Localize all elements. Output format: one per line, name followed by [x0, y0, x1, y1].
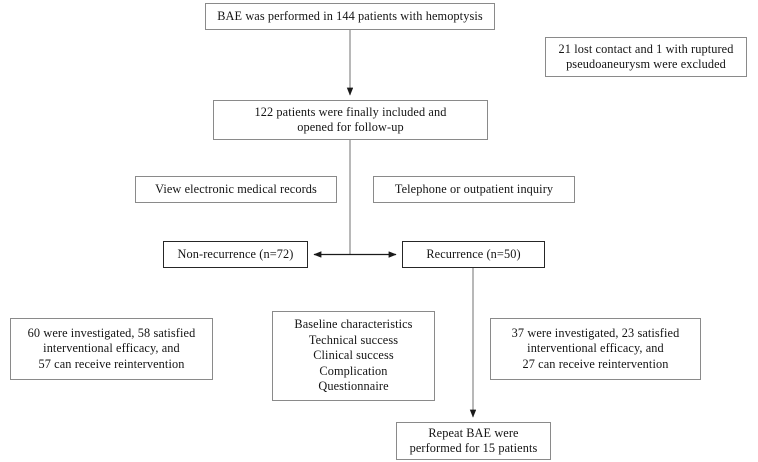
node-right-outcome: 37 were investigated, 23 satisfied inter…	[490, 318, 701, 380]
node-recurrence: Recurrence (n=50)	[402, 241, 545, 268]
node-left-outcome: 60 were investigated, 58 satisfied inter…	[10, 318, 213, 380]
node-non-recurrence: Non-recurrence (n=72)	[163, 241, 308, 268]
node-assessment-items: Baseline characteristics Technical succe…	[272, 311, 435, 401]
node-enrolled: BAE was performed in 144 patients with h…	[205, 3, 495, 30]
node-view-records: View electronic medical records	[135, 176, 337, 203]
node-included: 122 patients were finally included and o…	[213, 100, 488, 140]
node-repeat-bae: Repeat BAE were performed for 15 patient…	[396, 422, 551, 460]
node-excluded: 21 lost contact and 1 with ruptured pseu…	[545, 37, 747, 77]
node-telephone-inquiry: Telephone or outpatient inquiry	[373, 176, 575, 203]
